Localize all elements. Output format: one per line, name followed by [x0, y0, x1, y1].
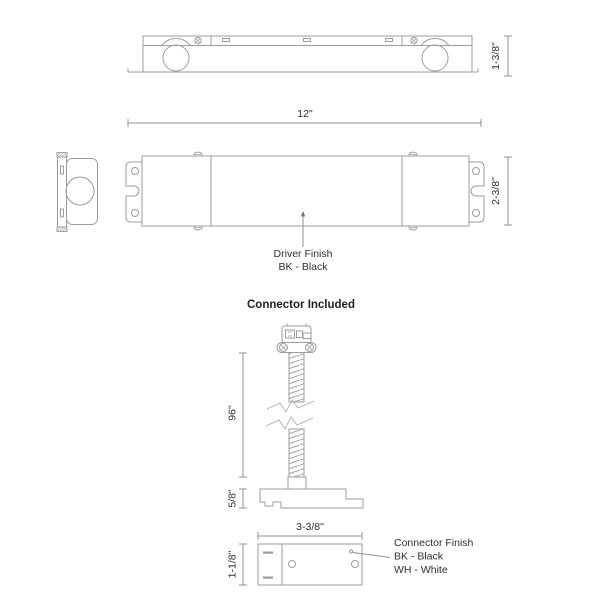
mounting-ear-left — [125, 161, 142, 223]
connector-finish-label: Connector Finish — [394, 537, 474, 549]
driver-finish-label: Driver Finish — [274, 248, 333, 260]
connector-head-detail — [285, 329, 295, 339]
connector-base-profile — [259, 488, 364, 509]
driver-end-body — [66, 158, 98, 225]
screw-icon — [194, 36, 202, 45]
driver-front-body — [141, 155, 470, 227]
dim-label: 1-3/8" — [490, 42, 502, 70]
flex-cable-upper — [288, 352, 305, 403]
dim-base-width: 3-3/8" — [257, 521, 363, 540]
strain-relief-block — [287, 476, 307, 490]
mounting-hole — [472, 209, 480, 217]
screw-icon — [279, 343, 288, 352]
slot — [385, 38, 393, 42]
dim-label: 96" — [227, 405, 239, 421]
dim-label: 12" — [297, 108, 313, 120]
flex-cable-lower — [288, 428, 305, 478]
knockout-dome-right — [420, 38, 450, 46]
connector-bottom-view — [257, 543, 391, 586]
dim-label: 1-1/8" — [227, 550, 239, 578]
driver-top-view — [127, 35, 479, 73]
mounting-hole — [131, 167, 139, 175]
leader-arrow — [300, 211, 306, 217]
dim-cable-length: 96" — [227, 352, 247, 478]
connector-finish-white: WH - White — [394, 564, 448, 576]
mounting-hole — [472, 167, 480, 175]
leader-dot — [348, 549, 354, 554]
slot — [303, 38, 311, 42]
leader-line — [352, 552, 391, 558]
knockout-circle — [65, 176, 95, 206]
connector-finish-black: BK - Black — [394, 551, 444, 563]
connector-assembly-view — [259, 323, 364, 509]
connector-head-detail — [296, 330, 303, 338]
connector-bottom-outline — [257, 543, 363, 586]
dim-label: 2-3/8" — [490, 177, 502, 205]
knockout-circle-left — [162, 44, 190, 72]
slot — [263, 576, 273, 579]
plate-slot — [60, 208, 64, 218]
dim-base-height: 5/8" — [227, 488, 247, 509]
mounting-hole — [351, 560, 359, 568]
plate-slot — [60, 165, 64, 175]
connector-included-title: Connector Included — [247, 299, 355, 311]
dim-driver-height: 2-3/8" — [490, 156, 512, 226]
mounting-hole — [131, 209, 139, 217]
knockout-circle-right — [421, 44, 449, 72]
dim-driver-length: 12" — [127, 108, 482, 127]
dim-label: 5/8" — [227, 489, 239, 508]
break-mark — [266, 399, 315, 413]
dim-driver-depth: 1-3/8" — [490, 35, 512, 77]
connector-head-tab — [302, 332, 312, 339]
dim-label: 3-3/8" — [296, 521, 324, 533]
slot — [263, 551, 273, 554]
break-mark — [265, 416, 314, 430]
mounting-hole — [288, 560, 296, 568]
dim-connector-body-height: 1-1/8" — [227, 543, 247, 586]
screw-icon — [305, 343, 314, 352]
driver-body-outline — [142, 35, 473, 73]
screw-icon — [56, 152, 68, 158]
driver-front-view — [125, 151, 485, 247]
screw-icon — [410, 36, 418, 45]
slot — [222, 38, 230, 42]
knockout-dome-left — [161, 38, 191, 46]
driver-end-view — [56, 152, 98, 232]
driver-finish-value: BK - Black — [278, 261, 328, 273]
mounting-ear-right — [469, 161, 485, 223]
screw-icon — [56, 226, 68, 232]
